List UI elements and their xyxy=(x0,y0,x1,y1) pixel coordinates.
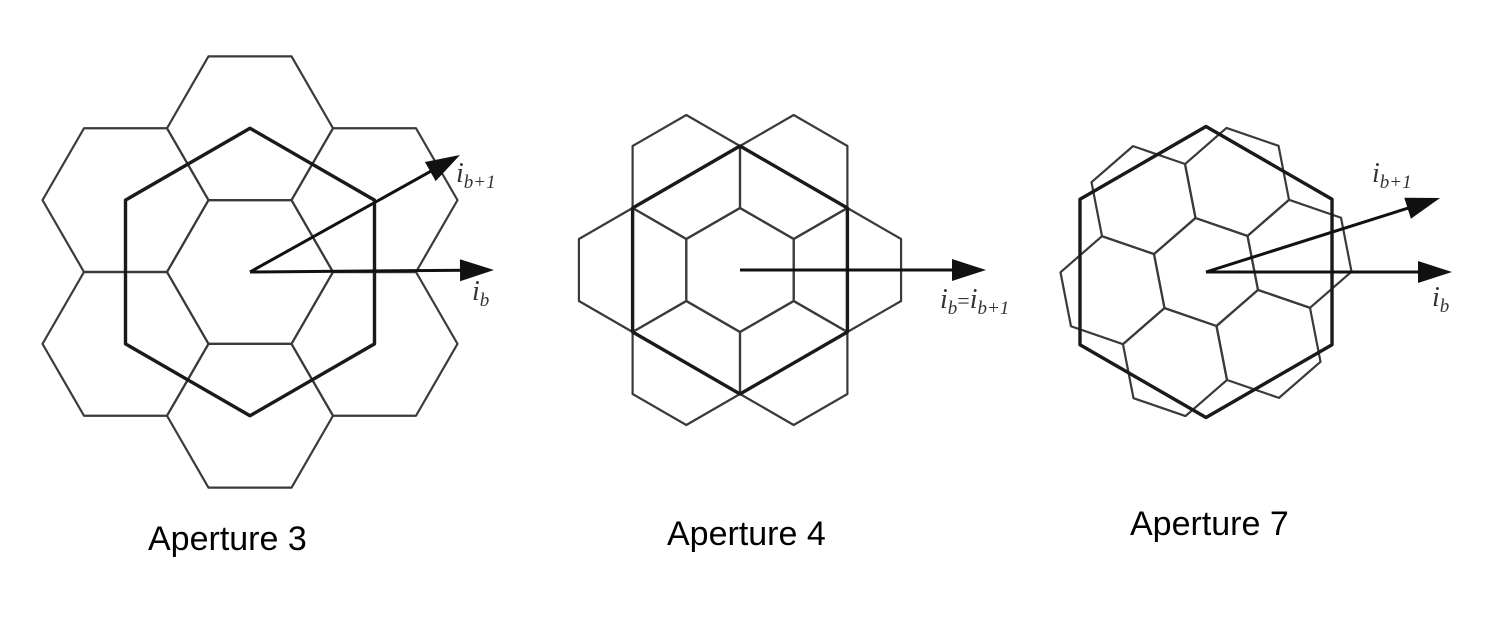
vector-ib-plus-1-shaft xyxy=(249,168,435,274)
aperture-7-diagram xyxy=(1059,124,1452,420)
vector-ib-head xyxy=(459,259,494,282)
vector-ib-plus-1 xyxy=(1205,197,1440,274)
aperture-7-lower-vector-label: ib xyxy=(1432,282,1450,317)
aperture-3-caption: Aperture 3 xyxy=(148,520,307,558)
aperture-3-diagram xyxy=(41,55,494,489)
vector-ib xyxy=(249,259,494,282)
vector-ib-plus-1 xyxy=(249,155,460,274)
vector-ib xyxy=(1206,261,1452,283)
vector-ib-equals-ib-plus-1-head xyxy=(952,259,986,281)
vector-ib-plus-1-shaft xyxy=(1205,205,1412,274)
aperture-3-lower-vector-label: ib xyxy=(472,276,490,311)
vector-ib-shaft xyxy=(249,268,465,274)
aperture-3-upper-vector-label: ib+1 xyxy=(456,158,496,193)
aperture-7-caption: Aperture 7 xyxy=(1130,505,1289,543)
aperture-7-upper-vector-label: ib+1 xyxy=(1372,158,1412,193)
aperture-4-diagram xyxy=(577,113,986,427)
vector-ib-plus-1-head xyxy=(424,155,460,182)
aperture-4-vector-label: ib=ib+1 xyxy=(940,284,1010,319)
aperture-4-caption: Aperture 4 xyxy=(667,515,826,553)
vector-ib-plus-1-head xyxy=(1404,197,1440,219)
coarse-cell xyxy=(123,126,377,418)
coarse-cell xyxy=(630,144,850,396)
vector-ib-equals-ib-plus-1 xyxy=(740,259,986,281)
fine-cell-ring-6 xyxy=(1246,198,1353,309)
coarse-cell xyxy=(1078,124,1334,420)
vector-ib-head xyxy=(1418,261,1452,283)
